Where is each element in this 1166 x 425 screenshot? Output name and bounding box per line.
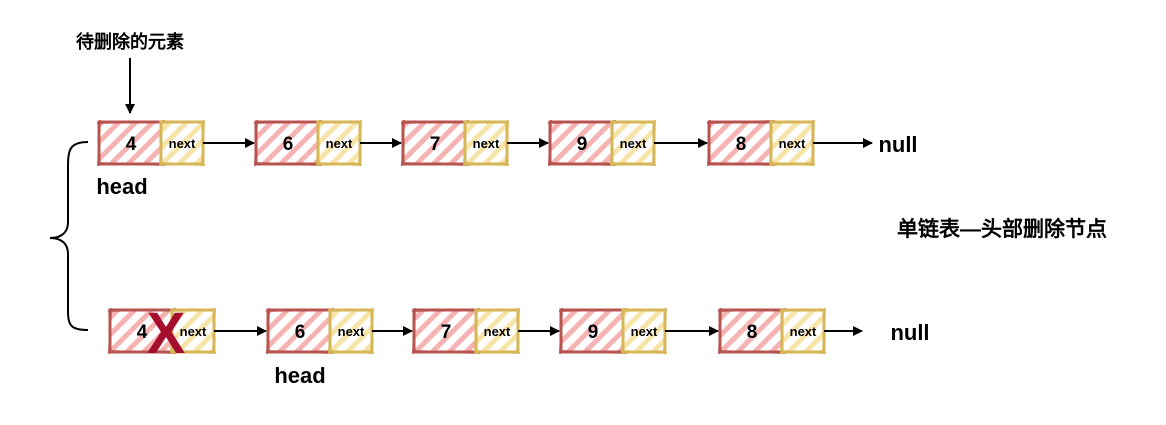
next-cell-fill: [782, 310, 824, 352]
node-value: 6: [295, 322, 306, 343]
node-next-label: next: [620, 136, 647, 151]
list-node: 8 next: [717, 307, 863, 355]
node-value: 7: [441, 322, 452, 343]
next-cell-fill: [771, 122, 813, 164]
value-cell-fill: [403, 122, 467, 164]
next-cell-fill: [172, 310, 214, 352]
node-next-label: next: [473, 136, 500, 151]
list-node: 9 next: [558, 307, 719, 355]
node-next-label: next: [779, 136, 806, 151]
list-node: 7 next: [411, 307, 560, 355]
grouping-brace: [49, 141, 89, 331]
node-value: 4: [126, 134, 137, 155]
annotation-label: 待删除的元素: [76, 31, 184, 52]
value-cell-fill: [720, 310, 784, 352]
top-null-label: null: [878, 132, 917, 157]
next-cell-fill: [465, 122, 507, 164]
next-cell-fill: [161, 122, 203, 164]
node-value: 8: [736, 134, 747, 155]
node-value: 9: [588, 322, 599, 343]
diagram-title: 单链表—头部删除节点: [897, 217, 1107, 241]
node-next-label: next: [169, 136, 196, 151]
node-value: 6: [283, 134, 294, 155]
node-value: 8: [747, 322, 758, 343]
next-cell-fill: [476, 310, 518, 352]
value-cell-fill: [414, 310, 478, 352]
bottom-null-label: null: [890, 320, 929, 345]
delete-x-icon: X: [147, 301, 186, 366]
next-cell-fill: [330, 310, 372, 352]
list-node: 6 next: [265, 307, 413, 355]
list-node: 8 next: [706, 119, 873, 167]
value-cell-fill: [268, 310, 332, 352]
node-next-label: next: [326, 136, 353, 151]
node-value: 4: [137, 322, 148, 343]
node-value: 9: [577, 134, 588, 155]
node-next-label: next: [180, 324, 207, 339]
next-cell-fill: [623, 310, 665, 352]
list-node: 9 next: [547, 119, 708, 167]
next-cell-fill: [612, 122, 654, 164]
value-cell-fill: [110, 310, 174, 352]
value-cell-fill: [709, 122, 773, 164]
top-head-label: head: [96, 174, 147, 199]
node-next-label: next: [484, 324, 511, 339]
node-next-label: next: [790, 324, 817, 339]
list-node: 4 next: [96, 119, 255, 167]
value-cell-fill: [550, 122, 614, 164]
next-cell-fill: [318, 122, 360, 164]
top-linked-list: 4 next 6 next 7 next 9 next 8 next: [96, 119, 873, 167]
list-node: 6 next: [253, 119, 402, 167]
node-next-label: next: [631, 324, 658, 339]
list-node: 7 next: [400, 119, 549, 167]
node-value: 7: [430, 134, 441, 155]
value-cell-fill: [256, 122, 320, 164]
value-cell-fill: [561, 310, 625, 352]
node-next-label: next: [338, 324, 365, 339]
value-cell-fill: [99, 122, 163, 164]
bottom-head-label: head: [274, 363, 325, 388]
